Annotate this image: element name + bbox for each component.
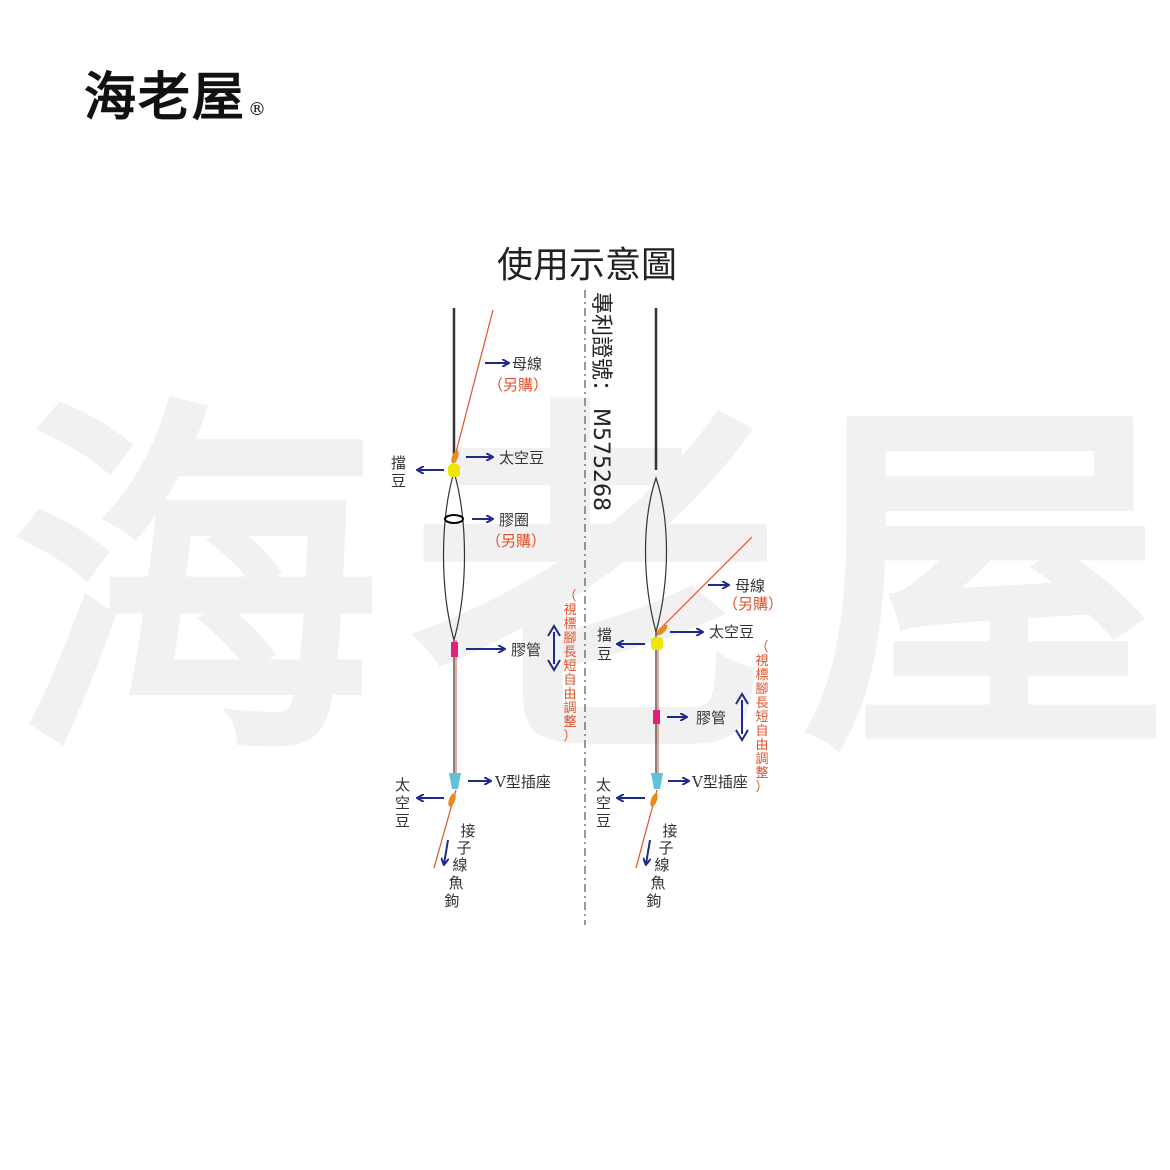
svg-text:調: 調: [563, 701, 576, 716]
right-v-socket-label: V型插座: [691, 773, 748, 791]
right-float-body: [644, 476, 668, 635]
right-main-line-note: （另購）: [723, 595, 783, 613]
right-float-assembly: 母線 （另購） 太空豆 擋 豆 膠管 （ 視 標 腳 長 短 自 由 調 整 ）…: [596, 308, 783, 910]
patent-label: 專利證號：: [588, 292, 613, 402]
svg-text:腳: 腳: [563, 631, 576, 646]
left-rubber-ring: [444, 514, 464, 524]
right-leader-label: 接 子 線 魚 鉤: [646, 822, 677, 910]
right-stopper-label-2: 豆: [597, 645, 612, 663]
patent-text: 專利證號： M575268: [588, 292, 613, 511]
left-leader-arrow: [444, 839, 449, 864]
right-leader-arrow: [646, 839, 651, 864]
left-bottom-bead: [448, 793, 456, 807]
svg-text:（: （: [563, 589, 576, 604]
left-adjust-note: （ 視 標 腳 長 短 自 由 調 整 ）: [563, 589, 576, 744]
right-stopper-label-1: 擋: [597, 626, 612, 644]
svg-text:子: 子: [456, 839, 471, 857]
diagram-title: 使用示意圖: [497, 245, 677, 286]
left-stopper-label-1: 擋: [391, 454, 406, 472]
svg-text:腳: 腳: [755, 682, 768, 697]
right-v-socket: [651, 773, 663, 789]
left-bottom-bean-label-1: 太: [395, 776, 410, 794]
left-stopper-label-2: 豆: [391, 472, 406, 490]
svg-text:鉤: 鉤: [444, 892, 459, 910]
left-leader-label: 接 子 線 魚 鉤: [444, 822, 475, 910]
patent-number: M575268: [588, 408, 613, 511]
registered-mark: ®: [248, 99, 269, 120]
right-bottom-bean-label-3: 豆: [596, 812, 611, 830]
right-adjust-arrow-up: [735, 692, 749, 705]
svg-text:整: 整: [563, 715, 576, 730]
left-rubber-tube: [451, 642, 458, 657]
left-top-bead: [451, 450, 459, 464]
left-v-socket-label: V型插座: [494, 773, 551, 791]
svg-text:線: 線: [452, 856, 467, 874]
svg-text:子: 子: [658, 839, 673, 857]
left-float-assembly: 母線 （另購） 太空豆 擋 豆 膠圈 （另購） 膠管 （ 視 標 腳 長 短 自…: [391, 308, 577, 910]
left-space-bean-label: 太空豆: [499, 449, 544, 467]
svg-text:標: 標: [563, 617, 576, 632]
left-float-body: [442, 469, 466, 643]
right-adjust-note: （ 視 標 腳 長 短 自 由 調 整 ）: [755, 640, 768, 795]
left-rubber-ring-note: （另購）: [486, 532, 546, 550]
left-main-line-note: （另購）: [488, 376, 548, 394]
svg-text:視: 視: [755, 654, 768, 669]
svg-text:鉤: 鉤: [646, 892, 661, 910]
svg-text:整: 整: [755, 766, 768, 781]
svg-text:專利證號：M575268: 專利證號： M575268: [588, 292, 613, 511]
brand-logo: 海老屋®: [84, 55, 268, 130]
svg-text:長: 長: [563, 645, 576, 660]
left-rubber-tube-label: 膠管: [511, 641, 541, 659]
left-rubber-ring-label: 膠圈: [499, 511, 529, 529]
svg-text:（: （: [755, 640, 768, 655]
right-space-bean-label: 太空豆: [709, 623, 754, 641]
left-bottom-bean-label-2: 空: [395, 794, 410, 812]
svg-text:魚: 魚: [448, 874, 463, 892]
left-v-socket: [449, 773, 461, 789]
svg-text:接: 接: [662, 822, 677, 840]
watermark-char: 屋: [800, 368, 1170, 802]
right-main-line: [658, 536, 753, 631]
svg-text:由: 由: [563, 687, 576, 702]
right-top-bead: [656, 624, 668, 636]
left-adjust-arrow-down: [547, 659, 561, 672]
svg-text:）: ）: [563, 729, 576, 744]
right-rubber-tube: [653, 710, 660, 724]
svg-text:由: 由: [755, 738, 768, 753]
svg-text:魚: 魚: [650, 874, 665, 892]
right-rubber-tube-label: 膠管: [696, 709, 726, 727]
svg-text:線: 線: [654, 856, 669, 874]
svg-text:接: 接: [460, 822, 475, 840]
svg-text:視: 視: [563, 603, 576, 618]
left-stopper-bean: [448, 464, 460, 477]
right-bottom-bead: [650, 793, 658, 807]
left-adjust-arrow-up: [547, 624, 561, 637]
svg-text:長: 長: [755, 696, 768, 711]
left-main-line: [454, 309, 494, 457]
watermark-char: 海: [10, 368, 380, 802]
svg-text:短: 短: [755, 710, 768, 725]
right-main-line-label: 母線: [735, 577, 765, 595]
right-bottom-bean-label-1: 太: [596, 776, 611, 794]
svg-text:調: 調: [755, 752, 768, 767]
svg-text:短: 短: [563, 659, 576, 674]
svg-text:）: ）: [755, 780, 768, 795]
svg-text:自: 自: [755, 724, 768, 739]
svg-text:自: 自: [563, 673, 576, 688]
right-adjust-arrow-down: [735, 729, 749, 742]
left-main-line-label: 母線: [512, 355, 542, 373]
brand-name: 海老屋: [84, 67, 247, 128]
right-stopper-bean: [651, 637, 663, 650]
svg-text:標: 標: [755, 668, 768, 683]
right-bottom-bean-label-2: 空: [596, 794, 611, 812]
left-bottom-bean-label-3: 豆: [395, 812, 410, 830]
